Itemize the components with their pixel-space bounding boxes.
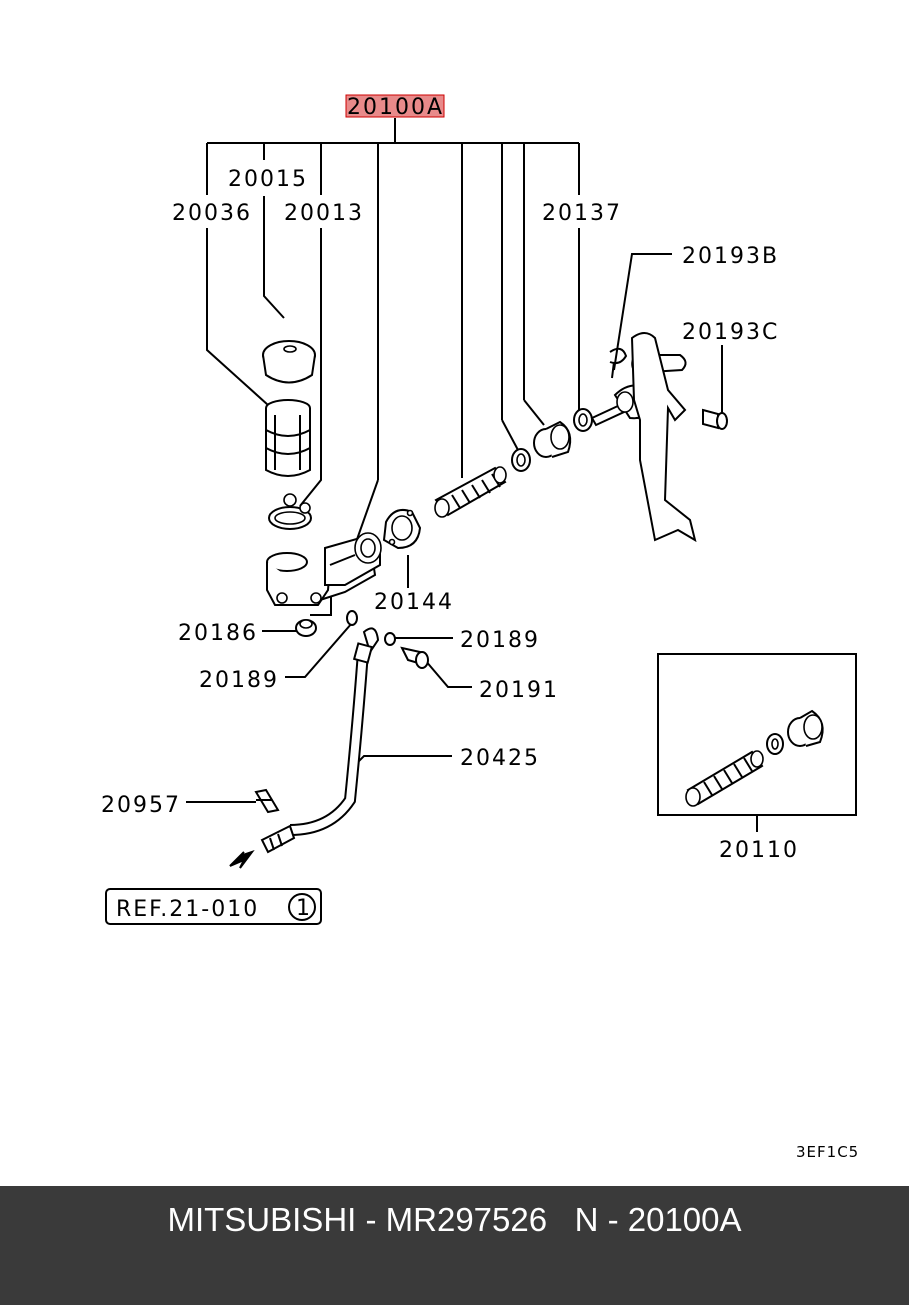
washer-left-part[interactable] (346, 610, 358, 626)
reference-circle-number: 1 (296, 896, 310, 921)
label-20189-left[interactable]: 20189 (199, 668, 279, 693)
label-20425[interactable]: 20425 (460, 746, 540, 771)
boot-part[interactable] (533, 420, 572, 458)
repair-kit-inset[interactable] (657, 653, 857, 832)
label-20191[interactable]: 20191 (479, 678, 559, 703)
parts-diagram: 20100A 20015 20036 20013 20137 20193B 20… (101, 94, 859, 1161)
label-20110[interactable]: 20110 (719, 838, 799, 863)
snap-ring-part[interactable] (511, 448, 531, 472)
master-cylinder-part[interactable] (266, 532, 382, 606)
assembly-bracket (206, 118, 580, 480)
clip-part[interactable] (609, 347, 628, 379)
reservoir-body-part[interactable] (265, 399, 311, 477)
reference-box[interactable]: REF.21-010 1 (105, 888, 322, 925)
assembly-label[interactable]: 20100A (347, 95, 444, 120)
reservoir-cap-part[interactable] (262, 340, 316, 384)
footer-bar: MITSUBISHI - MR297526 N - 20100A (0, 1186, 909, 1305)
assembly-label-highlight (345, 94, 445, 118)
bolt-part[interactable] (400, 646, 429, 669)
washer-right-part[interactable] (384, 632, 396, 646)
label-20137[interactable]: 20137 (542, 201, 622, 226)
reference-text: REF.21-010 (116, 897, 259, 922)
union-bolt-part[interactable] (295, 619, 317, 637)
seal-part[interactable] (573, 408, 593, 432)
hose-clamp-part[interactable] (268, 493, 312, 530)
piston-spring-part[interactable] (434, 466, 507, 518)
clevis-pin-part[interactable] (702, 408, 728, 430)
label-20189-right[interactable]: 20189 (460, 628, 540, 653)
clutch-pedal-part[interactable] (630, 332, 697, 543)
direction-arrow-icon (229, 850, 255, 869)
label-20036[interactable]: 20036 (172, 201, 252, 226)
diagram-code: 3EF1C5 (796, 1143, 859, 1161)
footer-part-title: MITSUBISHI - MR297526 N - 20100A (167, 1200, 742, 1238)
label-20957[interactable]: 20957 (101, 793, 181, 818)
label-20193c[interactable]: 20193C (682, 320, 779, 345)
label-20144[interactable]: 20144 (374, 590, 454, 615)
hose-clip-part[interactable] (254, 788, 280, 814)
label-20015[interactable]: 20015 (228, 167, 308, 192)
label-20013[interactable]: 20013 (284, 201, 364, 226)
clutch-hose-part[interactable] (260, 627, 380, 854)
gasket-part[interactable] (382, 509, 422, 550)
label-20193b[interactable]: 20193B (682, 244, 779, 269)
label-20186[interactable]: 20186 (178, 621, 258, 646)
